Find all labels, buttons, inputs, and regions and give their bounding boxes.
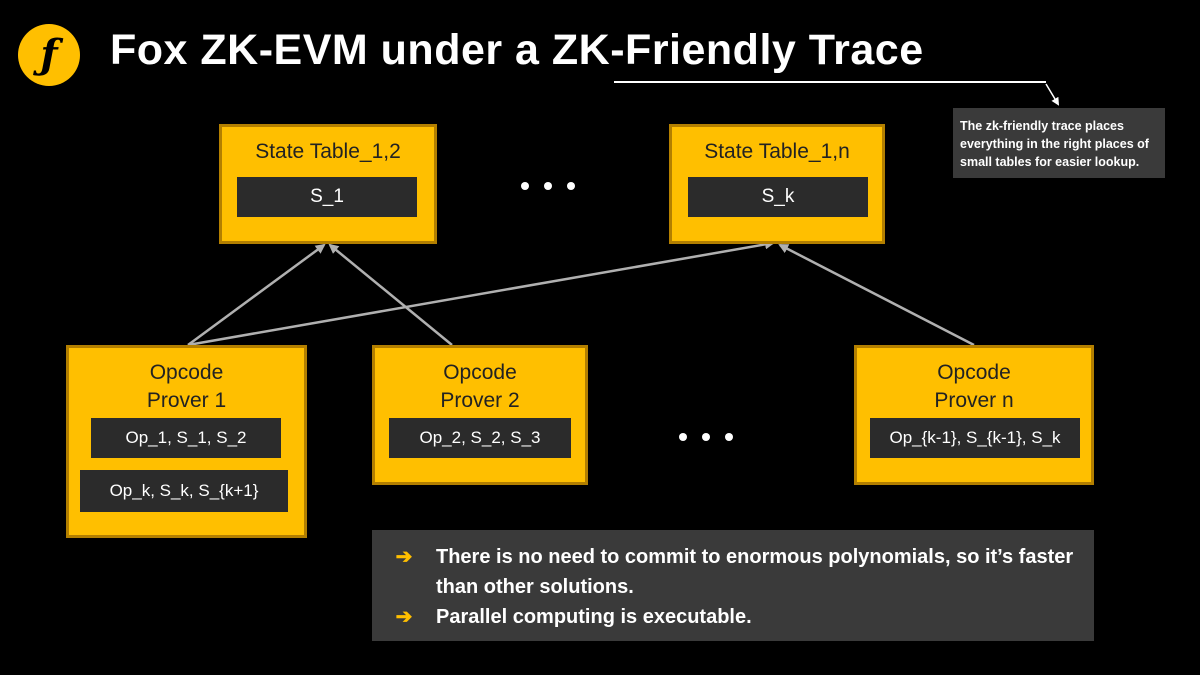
prover-title-line1: Opcode xyxy=(149,361,224,384)
title-underline xyxy=(614,81,1046,83)
bullet-item: ➔ Parallel computing is executable. xyxy=(372,602,1094,632)
bullet-item: ➔ There is no need to commit to enormous… xyxy=(372,542,1094,602)
op-chip: Op_k, S_k, S_{k+1} xyxy=(80,470,288,512)
op-chip: Op_2, S_2, S_3 xyxy=(389,418,571,458)
state-value-chip: S_k xyxy=(688,177,868,217)
callout-note: The zk-friendly trace places everything … xyxy=(953,108,1165,178)
opcode-prover-1: Opcode Prover 1 Op_1, S_1, S_2 Op_k, S_k… xyxy=(66,345,307,538)
op-chip: Op_{k-1}, S_{k-1}, S_k xyxy=(870,418,1080,458)
bullet-text: There is no need to commit to enormous p… xyxy=(436,546,1074,598)
opcode-prover-n: Opcode Prover n Op_{k-1}, S_{k-1}, S_k xyxy=(854,345,1094,485)
prover-title-line1: Opcode xyxy=(443,361,517,384)
opcode-prover-2: Opcode Prover 2 Op_2, S_2, S_3 xyxy=(372,345,588,485)
arrow-bullet-icon: ➔ xyxy=(395,606,413,628)
callout-pointer xyxy=(1045,83,1060,106)
summary-panel: ➔ There is no need to commit to enormous… xyxy=(372,530,1094,641)
ellipsis-tables xyxy=(521,182,575,190)
arrow-prover1-to-table12 xyxy=(187,243,326,347)
state-table-title: State Table_1,2 xyxy=(255,140,401,163)
prover-title-line1: Opcode xyxy=(937,361,1011,384)
state-table-1-2: State Table_1,2 S_1 xyxy=(219,124,437,244)
state-table-1-n: State Table_1,n S_k xyxy=(669,124,885,244)
prover-title-line2: Prover 2 xyxy=(440,389,520,412)
prover-title-line2: Prover n xyxy=(934,389,1014,412)
arrow-bullet-icon: ➔ xyxy=(395,546,413,568)
ellipsis-provers xyxy=(679,433,733,441)
fox-logo: ƒ xyxy=(18,24,80,86)
arrow-prover1-to-table1n xyxy=(187,239,775,347)
state-table-title: State Table_1,n xyxy=(704,140,850,163)
arrow-prover2-to-table12 xyxy=(328,243,453,346)
state-value-chip: S_1 xyxy=(237,177,417,217)
op-chip: Op_1, S_1, S_2 xyxy=(91,418,281,458)
prover-title-line2: Prover 1 xyxy=(146,389,227,412)
logo-glyph: ƒ xyxy=(40,31,58,78)
page-title: Fox ZK-EVM under a ZK-Friendly Trace xyxy=(110,26,924,74)
arrow-provern-to-table1n xyxy=(778,243,975,347)
bullet-text: Parallel computing is executable. xyxy=(436,606,752,628)
